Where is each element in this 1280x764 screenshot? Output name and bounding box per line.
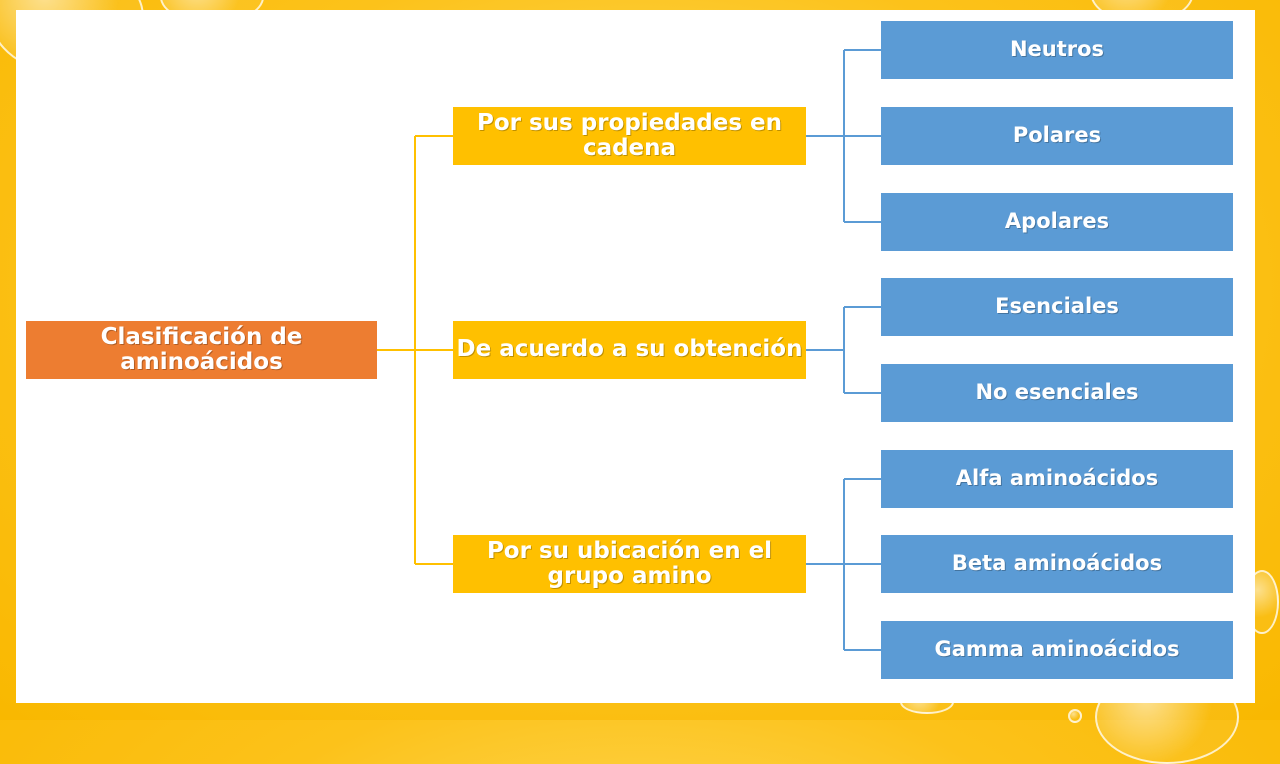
diagram-connectors bbox=[377, 49, 881, 651]
leaf-label: Beta aminoácidos bbox=[951, 551, 1163, 576]
category-label: Por sus propiedades en cadena bbox=[476, 109, 783, 161]
category-node-obtention: De acuerdo a su obtención bbox=[453, 321, 806, 379]
leaf-node-neutros: Neutros bbox=[881, 21, 1233, 79]
leaf-node-alfa: Alfa aminoácidos bbox=[881, 450, 1233, 508]
leaf-node-apolares: Apolares bbox=[881, 193, 1233, 251]
decorative-bubble bbox=[1068, 709, 1082, 723]
diagram-panel: Clasificación de aminoácidos Por sus pro… bbox=[16, 10, 1255, 703]
leaf-label: Esenciales bbox=[995, 294, 1119, 319]
category-node-location: Por su ubicación en el grupo amino bbox=[453, 535, 806, 593]
category-label: Por su ubicación en el grupo amino bbox=[486, 537, 773, 589]
leaf-node-no-esenciales: No esenciales bbox=[881, 364, 1233, 422]
leaf-label: Polares bbox=[1012, 123, 1102, 148]
root-label: Clasificación de aminoácidos bbox=[100, 323, 303, 375]
category-node-properties: Por sus propiedades en cadena bbox=[453, 107, 806, 165]
category-label: De acuerdo a su obtención bbox=[456, 336, 803, 363]
leaf-node-gamma: Gamma aminoácidos bbox=[881, 621, 1233, 679]
leaf-node-beta: Beta aminoácidos bbox=[881, 535, 1233, 593]
leaf-node-esenciales: Esenciales bbox=[881, 278, 1233, 336]
root-node: Clasificación de aminoácidos bbox=[26, 321, 377, 379]
leaf-node-polares: Polares bbox=[881, 107, 1233, 165]
leaf-label: Alfa aminoácidos bbox=[955, 466, 1159, 491]
leaf-label: Gamma aminoácidos bbox=[934, 637, 1180, 662]
leaf-label: Neutros bbox=[1009, 37, 1105, 62]
leaf-label: No esenciales bbox=[975, 380, 1139, 405]
leaf-label: Apolares bbox=[1004, 209, 1110, 234]
